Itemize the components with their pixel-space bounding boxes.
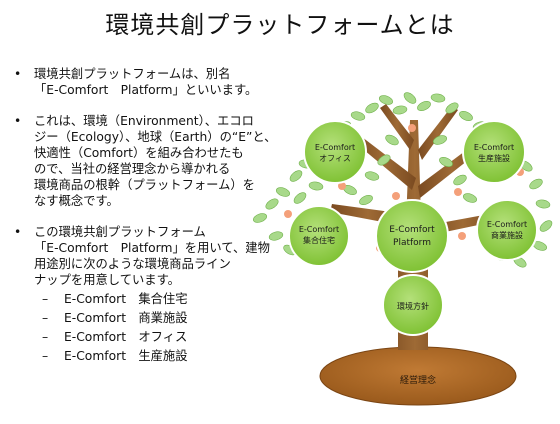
- bullet-item: • これは、環境（Environment）、エコロ ジー（Ecology）、地球…: [14, 113, 279, 209]
- product-item: – E-Comfort 集合住宅: [42, 290, 279, 309]
- office-line1: E-Comfort: [315, 143, 355, 152]
- bullet-line: 環境商品の根幹（プラットフォーム）を: [34, 178, 255, 192]
- product-label: E-Comfort オフィス: [64, 330, 188, 344]
- platform-line2: Platform: [393, 238, 431, 248]
- bullet-item: • 環境共創プラットフォームは、別名 「E-Comfort Platform」と…: [14, 66, 279, 98]
- dash-marker: –: [42, 349, 49, 363]
- bullet-line: これは、環境（Environment）、エコロ: [34, 114, 254, 128]
- policy-node: 環境方針: [382, 274, 444, 336]
- page-title: 環境共創プラットフォームとは: [105, 11, 455, 39]
- housing-node: E-Comfort 集合住宅: [288, 205, 350, 267]
- housing-line1: E-Comfort: [299, 225, 339, 234]
- bullet-line: ナップを用意しています。: [34, 273, 180, 287]
- dash-marker: –: [42, 292, 49, 306]
- dash-marker: –: [42, 330, 49, 344]
- product-item: – E-Comfort 生産施設: [42, 347, 279, 366]
- bullet-item: • この環境共創プラットフォーム 「E-Comfort Platform」を用い…: [14, 224, 279, 366]
- product-list: – E-Comfort 集合住宅 – E-Comfort 商業施設 – E-Comfo…: [34, 290, 279, 366]
- bullet-line: この環境共創プラットフォーム: [34, 225, 206, 239]
- product-label: E-Comfort 商業施設: [64, 311, 188, 325]
- product-item: – E-Comfort オフィス: [42, 328, 279, 347]
- bullet-line: 「E-Comfort Platform」といいます。: [34, 83, 258, 97]
- bullet-line: ので、当社の経営理念から導かれる: [34, 162, 231, 176]
- production-node: E-Comfort 生産施設: [462, 120, 526, 184]
- bullet-line: 環境共創プラットフォームは、別名: [34, 67, 231, 81]
- office-line2: オフィス: [319, 154, 351, 163]
- platform-node: E-Comfort Platform: [375, 199, 449, 273]
- bullet-marker: •: [14, 67, 22, 81]
- policy-label: 環境方針: [397, 301, 429, 311]
- commercial-line2: 商業施設: [491, 230, 523, 240]
- platform-line1: E-Comfort: [389, 225, 435, 235]
- bullet-marker: •: [14, 114, 22, 128]
- housing-line2: 集合住宅: [303, 235, 335, 245]
- bullet-list: • 環境共創プラットフォームは、別名 「E-Comfort Platform」と…: [14, 66, 279, 381]
- product-label: E-Comfort 生産施設: [64, 349, 188, 363]
- production-line1: E-Comfort: [474, 143, 514, 152]
- dash-marker: –: [42, 311, 49, 325]
- bullet-line: 用途別に次のような環境商品ライン: [34, 257, 231, 271]
- philosophy-label: 経営理念: [400, 374, 436, 386]
- office-node: E-Comfort オフィス: [303, 120, 367, 184]
- bullet-line: なす概念です。: [34, 194, 119, 208]
- bullet-line: ジー（Ecology）、地球（Earth）の“E”と、: [34, 130, 277, 144]
- bullet-marker: •: [14, 225, 22, 239]
- commercial-node: E-Comfort 商業施設: [476, 199, 538, 261]
- product-item: – E-Comfort 商業施設: [42, 309, 279, 328]
- production-line2: 生産施設: [478, 153, 510, 163]
- commercial-line1: E-Comfort: [487, 220, 527, 229]
- product-label: E-Comfort 集合住宅: [64, 292, 188, 306]
- bullet-line: 「E-Comfort Platform」を用いて、建物: [34, 241, 270, 255]
- bullet-line: 快適性（Comfort）を組み合わせたも: [34, 146, 244, 160]
